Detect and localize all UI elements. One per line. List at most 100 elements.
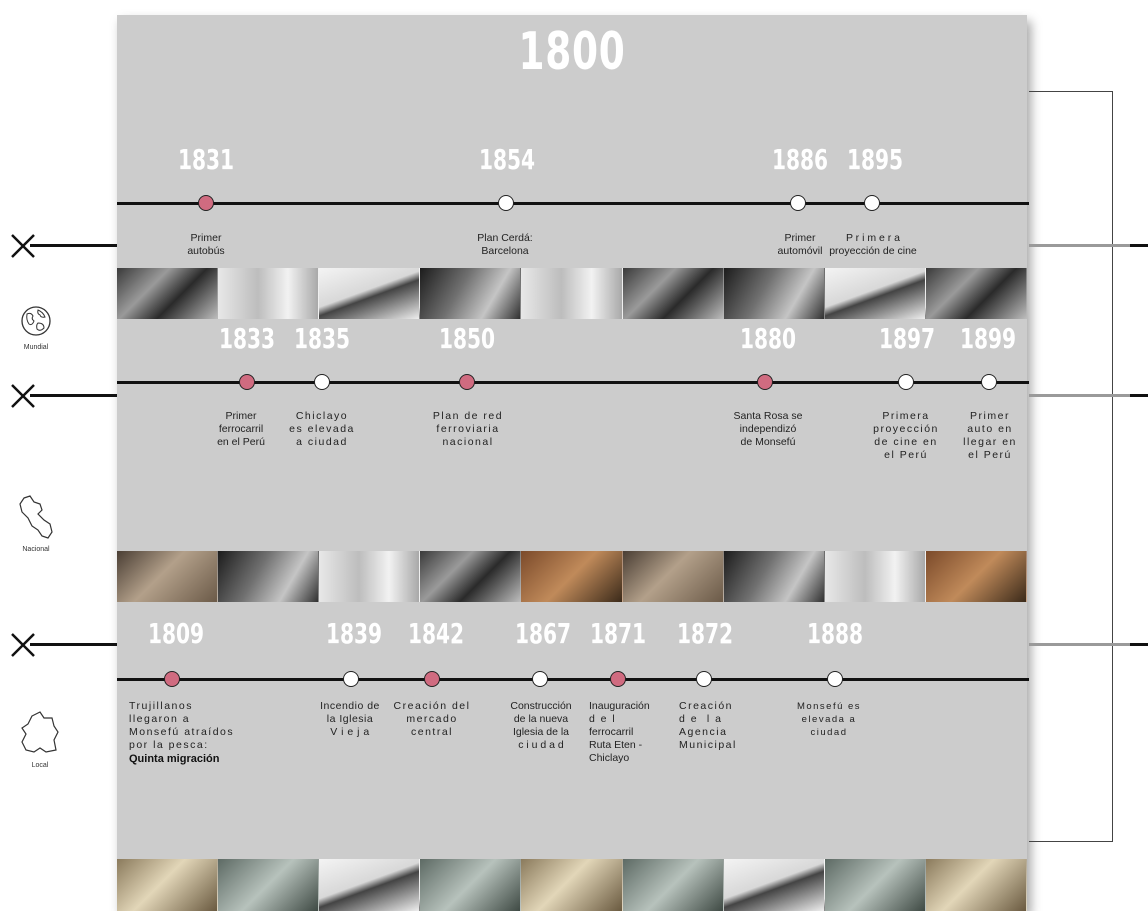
photo (622, 268, 724, 319)
photo (824, 551, 926, 602)
timeline-panel (117, 15, 1027, 911)
cross-nacional-icon (11, 384, 35, 408)
event-dot (424, 671, 440, 687)
event-label: Primer automóvil (777, 232, 823, 257)
year-label: 1880 (739, 322, 797, 355)
year-label: 1867 (514, 617, 572, 650)
photo (622, 551, 724, 602)
century-title: 1800 (518, 22, 626, 82)
right-connector-mundial (1029, 244, 1148, 247)
timeline-nacional (117, 381, 1029, 384)
event-label: Monsefú es elevada a ciudad (796, 701, 862, 738)
photo (319, 268, 421, 319)
event-dot (239, 374, 255, 390)
cross-mundial-icon (11, 234, 35, 258)
photo (925, 859, 1027, 911)
right-bracket (1029, 91, 1113, 842)
photo (319, 859, 421, 911)
peru-map-icon (19, 495, 53, 539)
photo (925, 268, 1027, 319)
event-dot (459, 374, 475, 390)
photo (117, 859, 219, 911)
photo (723, 268, 825, 319)
mundial-caption: Mundial (23, 344, 49, 351)
event-dot (864, 195, 880, 211)
left-connector-mundial (30, 244, 117, 247)
cross-local-icon (11, 633, 35, 657)
event-dot (610, 671, 626, 687)
photo (218, 551, 320, 602)
photo (723, 551, 825, 602)
event-label: Primer auto en llegar en el Perú (963, 410, 1017, 461)
event-label: Creación d e l a Agencia Municipal (679, 700, 737, 751)
event-label: Primer autobús (187, 232, 225, 257)
photo (925, 551, 1027, 602)
event-dot (498, 195, 514, 211)
photo (521, 551, 623, 602)
event-dot (343, 671, 359, 687)
timeline-local (117, 678, 1029, 681)
photo (117, 551, 219, 602)
year-label: 1871 (589, 617, 647, 650)
event-label: Santa Rosa se independizó de Monsefú (733, 410, 803, 448)
right-connector-local (1029, 643, 1148, 646)
event-dot (696, 671, 712, 687)
year-label: 1842 (407, 617, 465, 650)
event-dot (532, 671, 548, 687)
timeline-mundial (117, 202, 1029, 205)
photo (117, 268, 219, 319)
year-label: 1886 (771, 143, 829, 176)
event-label: Trujillanos llegaron a Monsefú atraídos … (129, 700, 235, 751)
left-connector-local (30, 643, 117, 646)
year-label: 1895 (846, 143, 904, 176)
year-label: 1839 (325, 617, 383, 650)
photo (420, 551, 522, 602)
globe-icon (21, 306, 51, 336)
year-label: 1833 (218, 322, 276, 355)
year-label: 1854 (478, 143, 536, 176)
event-dot (757, 374, 773, 390)
event-label: Chiclayo es elevada a ciudad (289, 410, 355, 448)
year-label: 1872 (676, 617, 734, 650)
event-label: Plan Cerdá: Barcelona (477, 232, 533, 257)
event-dot (314, 374, 330, 390)
event-label: Primera proyección de cine en el Perú (873, 410, 939, 461)
event-label: Creación del mercado central (393, 700, 471, 738)
right-connector-nacional (1029, 394, 1148, 397)
left-connector-nacional (30, 394, 117, 397)
photo-strip-mundial (117, 268, 1027, 319)
event-dot (198, 195, 214, 211)
year-label: 1831 (177, 143, 235, 176)
year-label: 1850 (438, 322, 496, 355)
photo (218, 859, 320, 911)
local-caption: Local (31, 762, 49, 769)
photo (824, 859, 926, 911)
photo (218, 268, 320, 319)
nacional-caption: Nacional (22, 546, 50, 553)
photo (824, 268, 926, 319)
local-map-icon (21, 711, 59, 753)
event-dot (164, 671, 180, 687)
event-label: P r i m e r a proyección de cine (829, 232, 917, 257)
photo (622, 859, 724, 911)
event-dot (981, 374, 997, 390)
year-label: 1899 (959, 322, 1017, 355)
event-label: Inauguración d e l ferrocarril Ruta Eten… (589, 700, 650, 764)
photo (521, 268, 623, 319)
photo-strip-nacional (117, 551, 1027, 602)
photo-strip-local (117, 859, 1027, 911)
year-label: 1888 (806, 617, 864, 650)
photo (521, 859, 623, 911)
event-label-bold: Quinta migración (129, 753, 220, 765)
year-label: 1897 (878, 322, 936, 355)
photo (420, 268, 522, 319)
event-dot (827, 671, 843, 687)
event-dot (898, 374, 914, 390)
year-label: 1835 (293, 322, 351, 355)
event-label: Construcción de la nueva Iglesia de la c… (510, 700, 572, 751)
photo (420, 859, 522, 911)
photo (723, 859, 825, 911)
photo (319, 551, 421, 602)
event-dot (790, 195, 806, 211)
event-label: Plan de red ferroviaria nacional (432, 410, 504, 448)
